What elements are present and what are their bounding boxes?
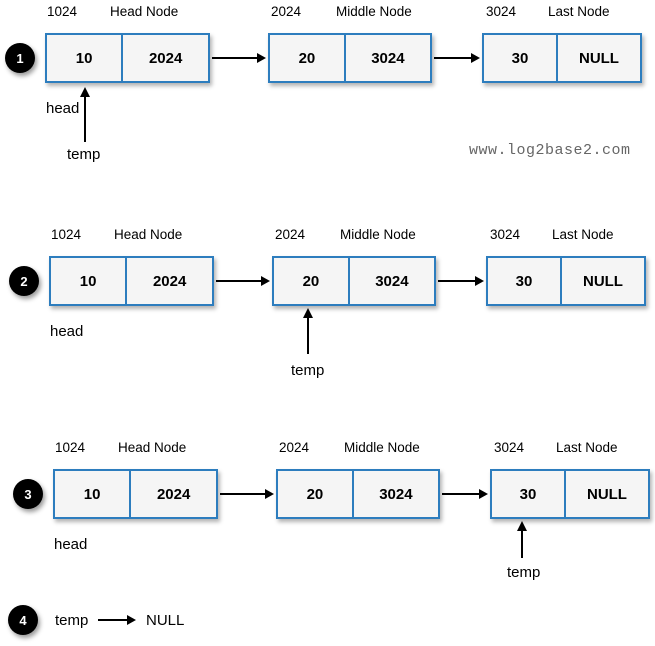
data-field: 30 [511, 49, 529, 67]
node-address-label: 3024 [494, 440, 525, 455]
node-title-label: Middle Node [340, 227, 416, 242]
last-node-box: 30 NULL [482, 33, 642, 83]
temp-pointer-label: temp [67, 146, 101, 163]
data-field: 30 [515, 272, 533, 290]
next-link-arrow [442, 489, 488, 499]
next-link-arrow [216, 276, 270, 286]
node-title-label: Middle Node [344, 440, 420, 455]
data-field: 30 [519, 485, 537, 503]
temp-pointer-arrow [303, 308, 313, 354]
head-node-box: 10 2024 [49, 256, 214, 306]
temp-pointer-label: temp [507, 564, 541, 581]
watermark-text: www.log2base2.com [469, 142, 631, 159]
next-pointer-field: NULL [559, 258, 644, 304]
next-pointer-field: NULL [563, 471, 648, 517]
last-node-box: 30 NULL [486, 256, 646, 306]
temp-pointer-arrow [80, 87, 90, 142]
middle-node-box: 20 3024 [272, 256, 436, 306]
next-pointer-field: 2024 [121, 35, 208, 81]
temp-pointer-arrow [517, 521, 527, 558]
next-pointer-field: 2024 [129, 471, 216, 517]
next-pointer-field: 2024 [125, 258, 212, 304]
head-pointer-label: head [54, 536, 88, 553]
temp-pointer-label: temp [291, 362, 325, 379]
step-row-1: 1 1024 Head Node 10 2024 2024 Middle Nod… [0, 0, 655, 175]
head-pointer-label: head [50, 323, 84, 340]
node-title-label: Head Node [118, 440, 187, 455]
last-node-box: 30 NULL [490, 469, 650, 519]
data-field: 10 [79, 272, 97, 290]
node-address-label: 1024 [55, 440, 86, 455]
node-address-label: 3024 [490, 227, 521, 242]
data-field: 10 [75, 49, 93, 67]
temp-null-arrow [98, 615, 136, 625]
next-link-arrow [434, 53, 480, 63]
step-badge: 2 [9, 266, 39, 296]
middle-node-box: 20 3024 [276, 469, 440, 519]
node-address-label: 3024 [486, 4, 517, 19]
temp-pointer-label: temp [55, 612, 89, 629]
data-field: 20 [298, 49, 316, 67]
node-address-label: 1024 [47, 4, 78, 19]
head-node-box: 10 2024 [45, 33, 210, 83]
step-row-3: 3 1024 Head Node 10 2024 2024 Middle Nod… [8, 436, 655, 611]
head-pointer-label: head [46, 100, 80, 117]
data-field: 20 [302, 272, 320, 290]
next-link-arrow [438, 276, 484, 286]
node-title-label: Head Node [114, 227, 183, 242]
node-title-label: Last Node [548, 4, 610, 19]
next-link-arrow [212, 53, 266, 63]
middle-node-box: 20 3024 [268, 33, 432, 83]
node-title-label: Last Node [556, 440, 618, 455]
data-field: 10 [83, 485, 101, 503]
step-row-4: 4 temp NULL [0, 604, 655, 646]
null-label: NULL [146, 612, 185, 629]
next-link-arrow [220, 489, 274, 499]
head-node-box: 10 2024 [53, 469, 218, 519]
step-row-2: 2 1024 Head Node 10 2024 2024 Middle Nod… [4, 223, 655, 398]
next-pointer-field: 3024 [347, 258, 434, 304]
data-field: 20 [306, 485, 324, 503]
node-title-label: Head Node [110, 4, 179, 19]
next-pointer-field: NULL [555, 35, 640, 81]
next-pointer-field: 3024 [343, 35, 430, 81]
step-badge: 1 [5, 43, 35, 73]
node-address-label: 2024 [275, 227, 306, 242]
step-badge: 4 [8, 605, 38, 635]
node-address-label: 1024 [51, 227, 82, 242]
node-address-label: 2024 [271, 4, 302, 19]
next-pointer-field: 3024 [351, 471, 438, 517]
step-badge: 3 [13, 479, 43, 509]
node-title-label: Middle Node [336, 4, 412, 19]
node-address-label: 2024 [279, 440, 310, 455]
node-title-label: Last Node [552, 227, 614, 242]
